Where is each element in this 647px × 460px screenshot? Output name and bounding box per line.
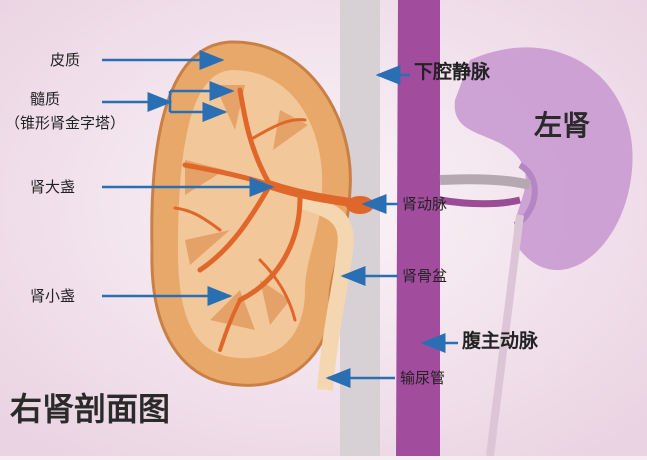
label-renal-artery: 肾动脉 [402,195,447,213]
label-left-kidney: 左肾 [534,104,590,144]
label-cortex: 皮质 [50,51,80,69]
label-pyramids: （锥形肾金字塔） [5,114,125,132]
label-medulla: 髓质 [30,90,60,108]
diagram-title: 右肾剖面图 [10,384,170,430]
label-major-calyx: 肾大盏 [30,178,75,196]
label-renal-pelvis: 肾骨盆 [402,267,447,285]
label-ureter: 输尿管 [400,369,445,387]
label-aorta: 腹主动脉 [462,332,538,350]
label-minor-calyx: 肾小盏 [30,287,75,305]
left-renal-artery [440,200,520,204]
label-ivc: 下腔静脉 [414,63,490,81]
left-renal-vein [440,179,530,185]
